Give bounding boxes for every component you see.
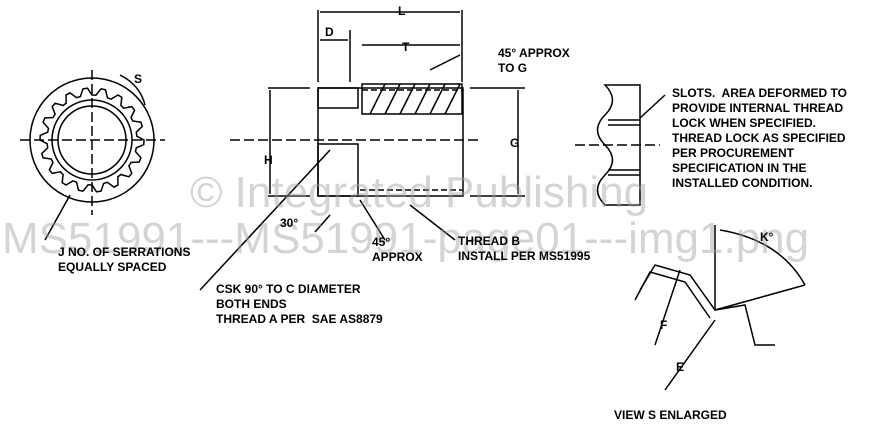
dim-E: E — [676, 360, 685, 374]
side-view — [199, 10, 525, 291]
dim-L: L — [398, 4, 406, 18]
dim-F: F — [660, 318, 668, 332]
view-s-enlarged — [634, 225, 806, 391]
note-thread-b: THREAD B INSTALL PER MS51995 — [458, 234, 591, 263]
watermark-line2: MS51991---MS51991-page01---img1.png — [2, 214, 810, 263]
dim-H: H — [264, 153, 273, 167]
note-view-s: VIEW S ENLARGED — [614, 408, 727, 422]
note-45-approx-to-g: 45° APPROX TO G — [498, 46, 570, 75]
dim-S: S — [134, 72, 143, 86]
note-30-degrees: 30° — [280, 216, 299, 230]
note-slots: SLOTS. AREA DEFORMED TO PROVIDE INTERNAL… — [672, 86, 847, 190]
note-serrations: J NO. OF SERRATIONS EQUALLY SPACED — [58, 245, 191, 274]
dim-D: D — [325, 25, 334, 39]
dim-K: K° — [760, 230, 774, 244]
watermark-line1: © Integrated Publishing — [190, 168, 649, 217]
dim-G: G — [510, 136, 520, 150]
dim-T: T — [402, 40, 410, 54]
slot-view — [575, 84, 666, 206]
note-csk: CSK 90° TO C DIAMETER BOTH ENDS THREAD A… — [216, 282, 383, 326]
serrated-end-view — [20, 70, 165, 241]
note-45-approx: 45° APPROX — [372, 235, 423, 264]
